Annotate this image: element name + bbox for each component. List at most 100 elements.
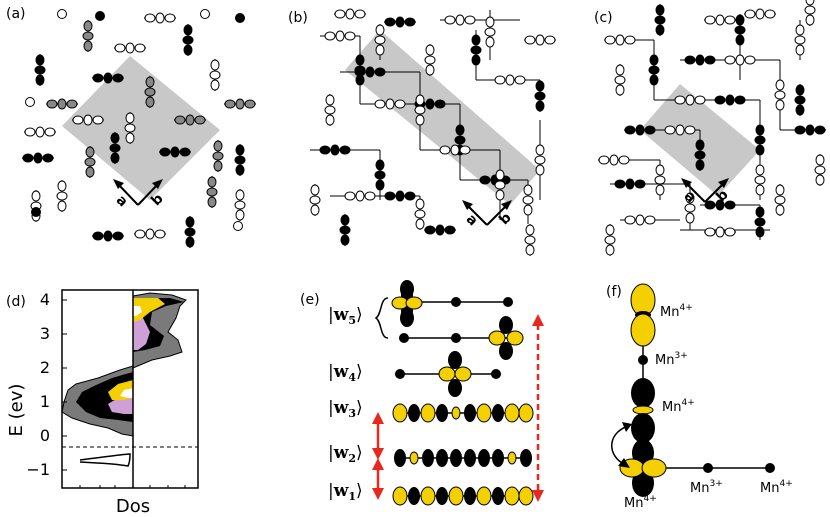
panel-a: (a) a b	[6, 6, 256, 248]
chain-unit	[92, 230, 124, 242]
chain-unit	[182, 24, 194, 56]
chain-unit	[754, 124, 766, 156]
vector-a-label: a	[463, 211, 481, 229]
panel-e: (e) |w5⟩|w4⟩|w3⟩|w2⟩|w1⟩	[300, 280, 544, 506]
chain-unit	[339, 214, 351, 246]
chain-unit	[334, 8, 366, 20]
chain-unit	[734, 14, 746, 46]
chain-unit	[82, 20, 94, 52]
orbital-lobe	[448, 486, 464, 506]
chain-unit	[439, 144, 471, 156]
orbital-lobe	[630, 313, 656, 347]
orbital-lobe	[436, 487, 448, 505]
chain-unit	[534, 80, 546, 112]
orbital-lobe	[504, 403, 520, 423]
chain-unit	[774, 184, 786, 216]
chain-lattice-b	[309, 8, 556, 256]
chain-unit	[624, 214, 656, 226]
chain-unit	[794, 24, 806, 56]
orbital-lobe	[392, 403, 408, 423]
ket-label: |w2⟩	[328, 443, 363, 465]
chain-unit	[34, 54, 46, 86]
vector-a-label: a	[681, 188, 699, 206]
ket-label: |w4⟩	[328, 362, 363, 384]
atom	[451, 297, 461, 307]
chain-unit	[814, 154, 826, 186]
orbital-lobe	[392, 486, 408, 506]
chain-unit	[374, 98, 406, 110]
chain-unit	[84, 146, 96, 178]
chain-unit	[354, 66, 386, 78]
chain-unit	[319, 144, 351, 156]
chain-unit	[144, 76, 156, 108]
panel-b: (b) a b	[288, 8, 556, 256]
orbital-lobe	[518, 486, 534, 506]
chain-unit	[704, 226, 736, 238]
chain-unit	[744, 8, 776, 20]
chain-unit	[144, 12, 176, 24]
panel-a-label: (a)	[6, 6, 26, 22]
dos-white-lower	[120, 388, 133, 398]
chain-unit	[704, 199, 736, 211]
atom	[451, 333, 461, 343]
chain-unit	[604, 224, 616, 256]
chain-unit	[598, 154, 630, 166]
ket-label: |w1⟩	[328, 481, 363, 503]
chain-unit	[804, 0, 816, 26]
atom	[57, 9, 67, 19]
chain-unit	[684, 192, 696, 224]
chain-unit	[46, 98, 78, 110]
y-tick-label: 1	[40, 392, 50, 411]
chain-unit	[414, 94, 426, 126]
chain-unit	[30, 190, 42, 222]
orbital-lobe	[394, 449, 406, 467]
chain-unit	[159, 146, 191, 158]
panel-f-label: (f)	[606, 284, 622, 300]
atom	[491, 369, 501, 379]
chain-unit	[522, 184, 534, 216]
chain-unit	[694, 139, 706, 171]
orbital-lobe	[492, 404, 504, 422]
chain-unit	[209, 59, 221, 91]
wannier-state-labels: |w5⟩|w4⟩|w3⟩|w2⟩|w1⟩	[328, 305, 363, 503]
y-tick-label: 4	[40, 290, 50, 309]
panel-d-label: (d)	[6, 294, 26, 310]
chain-unit	[444, 14, 476, 26]
orbital-lobe	[478, 449, 490, 467]
ion-label: Mn4+	[662, 398, 695, 415]
chain-unit	[714, 94, 746, 106]
orbital-lobe	[492, 487, 504, 505]
y-ticks	[62, 299, 186, 488]
atom	[765, 463, 775, 473]
atom	[233, 221, 243, 231]
atom	[200, 9, 210, 19]
chain-unit	[524, 34, 556, 46]
atom	[503, 297, 513, 307]
chain-unit	[414, 198, 426, 230]
curved-arrow	[611, 425, 629, 465]
orbital-lobe	[518, 403, 534, 423]
atom	[25, 97, 35, 107]
panel-e-label: (e)	[300, 292, 320, 308]
chain-unit	[114, 42, 146, 54]
atom	[399, 333, 409, 343]
orbital-lobe	[492, 449, 504, 467]
orbital-lobe	[450, 449, 462, 467]
dos-white-upper	[133, 306, 142, 316]
panel-b-label: (b)	[288, 10, 308, 26]
orbital-lobe	[408, 404, 420, 422]
chain-unit	[124, 112, 136, 144]
orbital-lobe	[476, 403, 492, 423]
chain-unit	[654, 164, 666, 196]
chain-unit	[794, 84, 806, 116]
y-tick-label: 3	[40, 324, 50, 343]
orbital-lobe	[631, 378, 655, 408]
chain-unit	[614, 64, 626, 96]
chain-lattice-c	[598, 0, 826, 256]
chain-unit	[174, 114, 206, 126]
chain-unit	[424, 224, 456, 236]
atom	[703, 463, 713, 473]
chain-unit	[212, 140, 224, 172]
ket-label: |w5⟩	[328, 305, 363, 327]
